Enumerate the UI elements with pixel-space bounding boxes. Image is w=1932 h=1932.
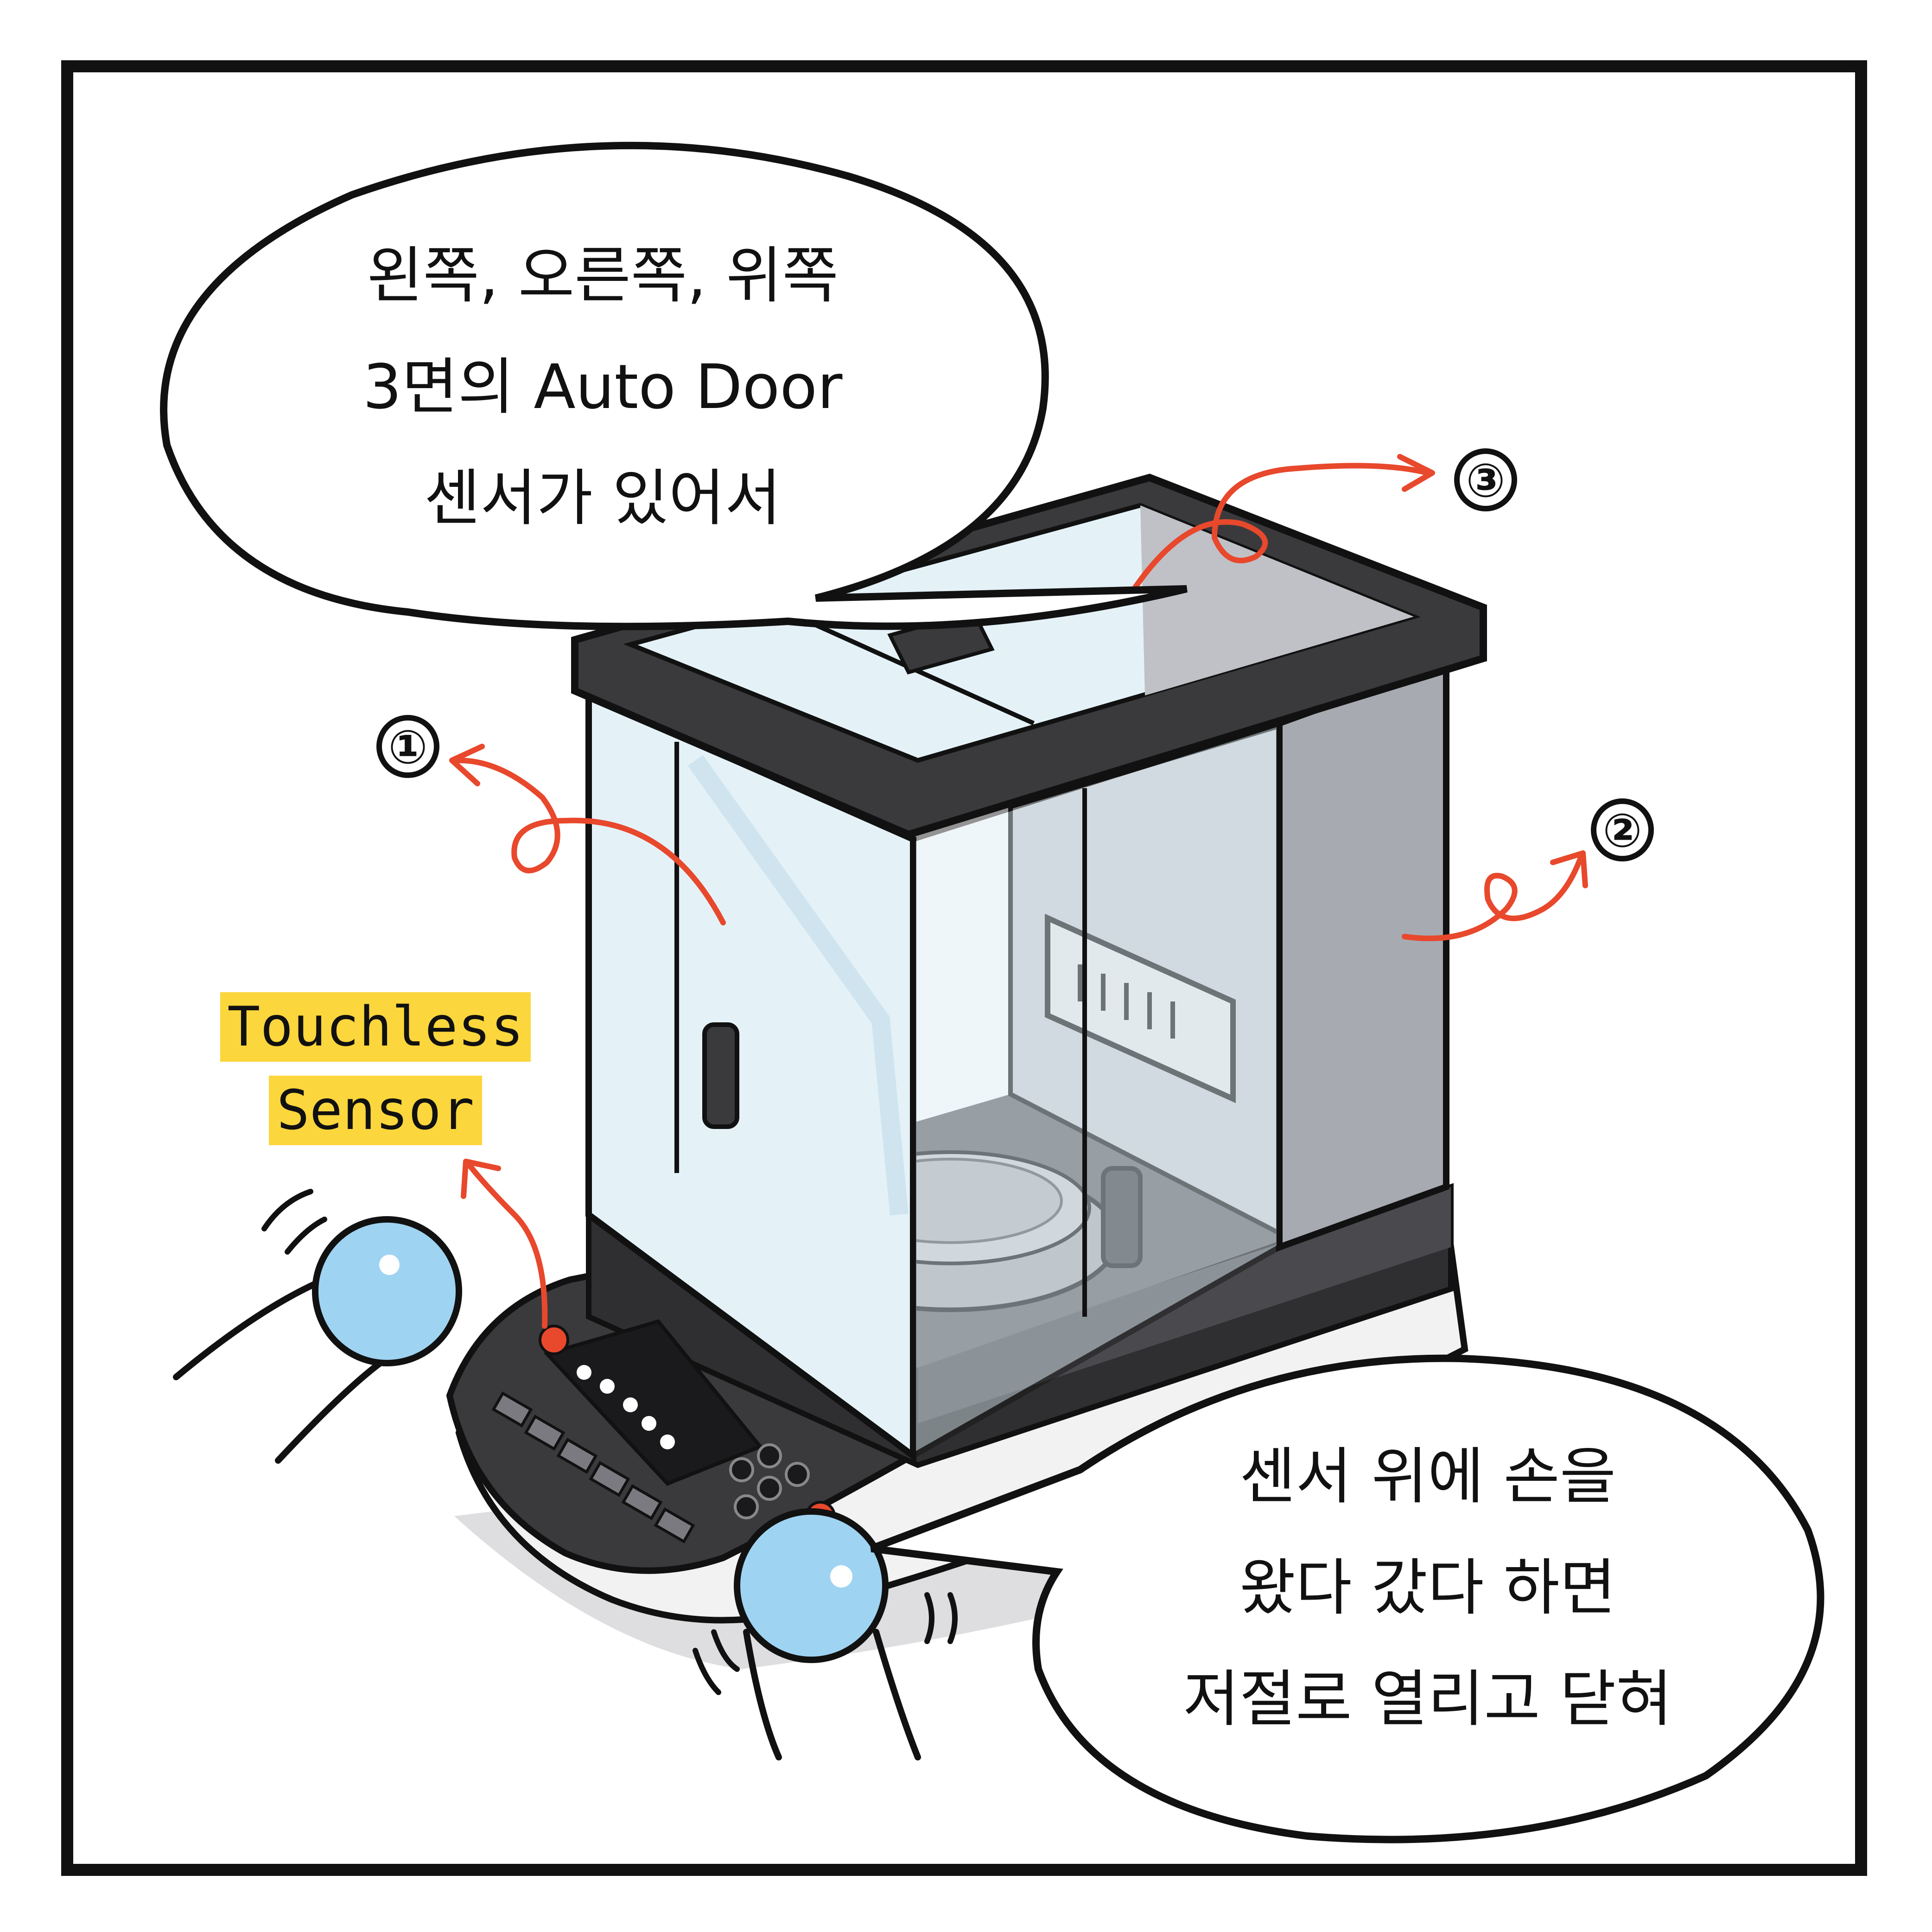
arrow-top-door: [1128, 463, 1430, 596]
svg-text:②: ②: [1603, 803, 1642, 858]
speech-bubble-top-left: 왼쪽, 오른쪽, 위쪽 3면의 Auto Door 센서가 있어서: [160, 141, 1188, 631]
door-marker-1: ①: [376, 715, 439, 778]
sensor-label-line-1: Touchless: [227, 995, 523, 1058]
bubble-top-line-1: 왼쪽, 오른쪽, 위쪽: [367, 240, 839, 312]
arrow-right-door: [1402, 855, 1583, 941]
arrows: [449, 454, 1588, 1329]
arrow-sensor: [465, 1161, 548, 1329]
bubble-bottom-line-1: 센서 위에 손을: [1239, 1441, 1616, 1512]
touchless-sensor-left: [539, 1325, 569, 1355]
sensor-label-line-2: Sensor: [277, 1078, 474, 1142]
bubble-bottom-line-3: 저절로 열리고 닫혀: [1183, 1664, 1672, 1735]
door-marker-3: ③: [1454, 448, 1517, 511]
bubble-top-line-3: 센서가 있어서: [424, 463, 782, 534]
bubble-top-line-2: 3면의 Auto Door: [363, 351, 843, 423]
right-hand: [693, 1508, 958, 1760]
speech-bubble-bottom-right: 센서 위에 손을 왔다 갔다 하면 저절로 열리고 닫혀: [870, 1354, 1824, 1843]
arrow-left-door: [456, 758, 726, 925]
analytical-balance-illustration: [446, 473, 1487, 1669]
svg-text:①: ①: [388, 720, 428, 774]
svg-text:③: ③: [1466, 453, 1506, 508]
door-marker-2: ②: [1591, 798, 1654, 861]
left-hand: [173, 1189, 462, 1464]
touchless-sensor-label: Touchless Sensor: [220, 992, 531, 1145]
bubble-bottom-line-2: 왔다 갔다 하면: [1239, 1552, 1616, 1624]
